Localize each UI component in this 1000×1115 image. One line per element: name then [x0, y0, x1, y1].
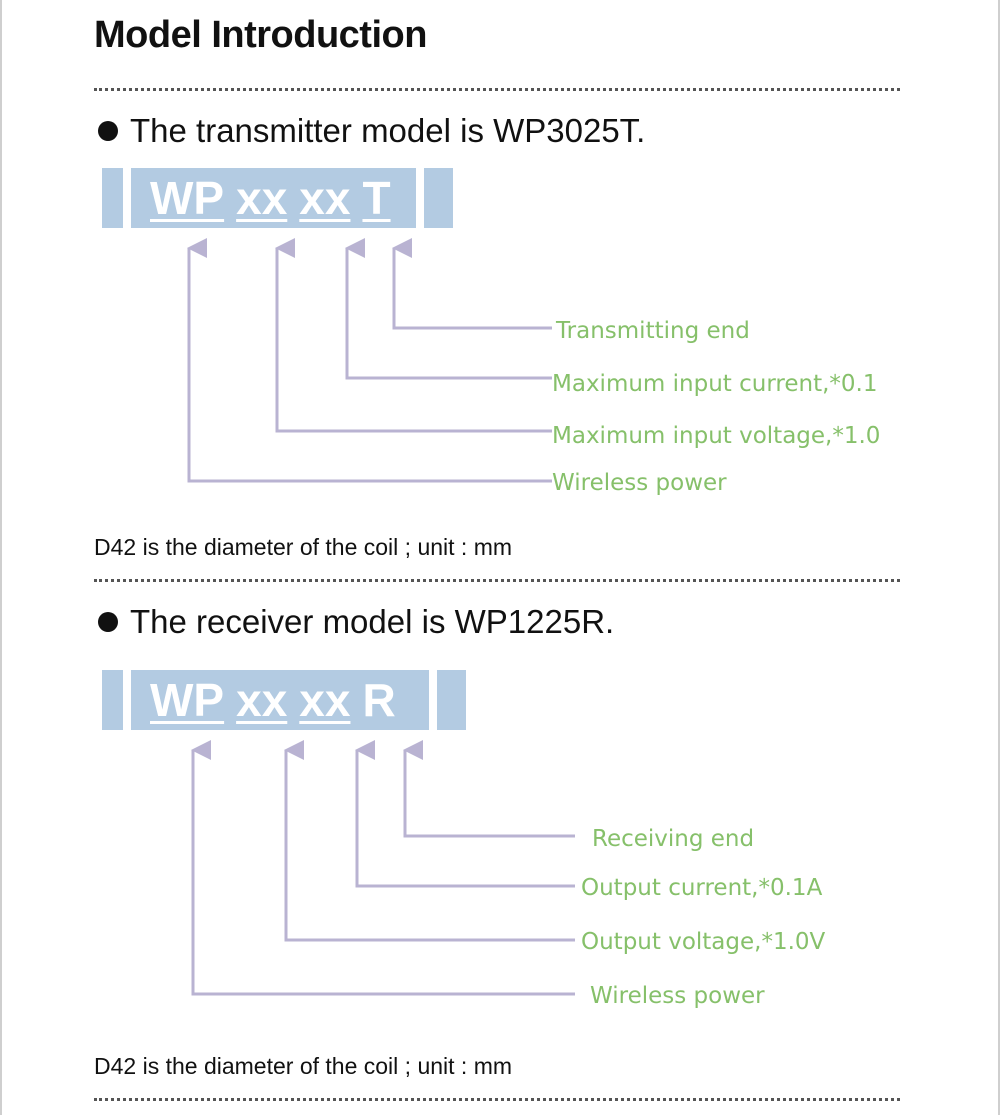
- dotted-divider: [94, 88, 900, 91]
- code-segment-current: xx: [299, 674, 351, 726]
- receiver-connectors: [191, 740, 575, 996]
- connector-type: [403, 740, 575, 838]
- code-segment-current: xx: [299, 172, 351, 224]
- dotted-divider: [94, 1098, 900, 1101]
- code-segment-voltage: xx: [236, 674, 288, 726]
- connector-type: [392, 238, 552, 330]
- transmitter-label-current: Maximum input current,*0.1: [552, 371, 877, 397]
- receiver-model-code: WP xx xx R: [150, 670, 408, 730]
- left-border: [0, 0, 2, 1115]
- bar-gap: [123, 670, 131, 730]
- transmitter-model-bar: WP xx xx T: [102, 168, 453, 228]
- page-title: Model Introduction: [94, 14, 427, 56]
- transmitter-model-code: WP xx xx T: [150, 168, 403, 228]
- transmitter-labels: Transmitting end Maximum input current,*…: [552, 318, 880, 496]
- receiver-model-bar: WP xx xx R: [102, 670, 466, 730]
- connector-voltage: [275, 238, 552, 433]
- connector-wp: [191, 740, 575, 996]
- code-segment-type: R: [362, 674, 396, 726]
- receiver-label-wp: Wireless power: [590, 983, 765, 1009]
- receiver-note: D42 is the diameter of the coil ; unit :…: [94, 1053, 513, 1079]
- code-segment-wp: WP: [150, 674, 225, 726]
- connector-voltage: [284, 740, 575, 942]
- transmitter-connectors: [187, 238, 552, 483]
- bullet-icon: [98, 612, 118, 632]
- connector-current: [355, 740, 575, 888]
- code-segment-type: T: [362, 172, 391, 224]
- code-segment-wp: WP: [150, 172, 225, 224]
- right-border: [998, 0, 1000, 1115]
- connector-wp: [187, 238, 552, 483]
- bar-gap: [416, 168, 424, 228]
- code-segment-voltage: xx: [236, 172, 288, 224]
- receiver-label-type: Receiving end: [592, 826, 754, 852]
- transmitter-heading-text: The transmitter model is WP3025T.: [130, 112, 646, 149]
- connector-current: [345, 238, 552, 380]
- receiver-heading: The receiver model is WP1225R.: [98, 603, 614, 641]
- transmitter-label-voltage: Maximum input voltage,*1.0: [552, 423, 880, 449]
- transmitter-label-wp: Wireless power: [552, 470, 727, 496]
- transmitter-note: D42 is the diameter of the coil ; unit :…: [94, 534, 513, 560]
- dotted-divider: [94, 579, 900, 582]
- bullet-icon: [98, 121, 118, 141]
- receiver-heading-text: The receiver model is WP1225R.: [130, 603, 615, 640]
- receiver-labels: Receiving end Output current,*0.1A Outpu…: [581, 826, 826, 1009]
- bar-gap: [123, 168, 131, 228]
- receiver-label-current: Output current,*0.1A: [581, 875, 823, 901]
- transmitter-label-type: Transmitting end: [555, 318, 750, 344]
- bar-gap: [429, 670, 437, 730]
- receiver-label-voltage: Output voltage,*1.0V: [581, 929, 826, 955]
- transmitter-heading: The transmitter model is WP3025T.: [98, 112, 645, 150]
